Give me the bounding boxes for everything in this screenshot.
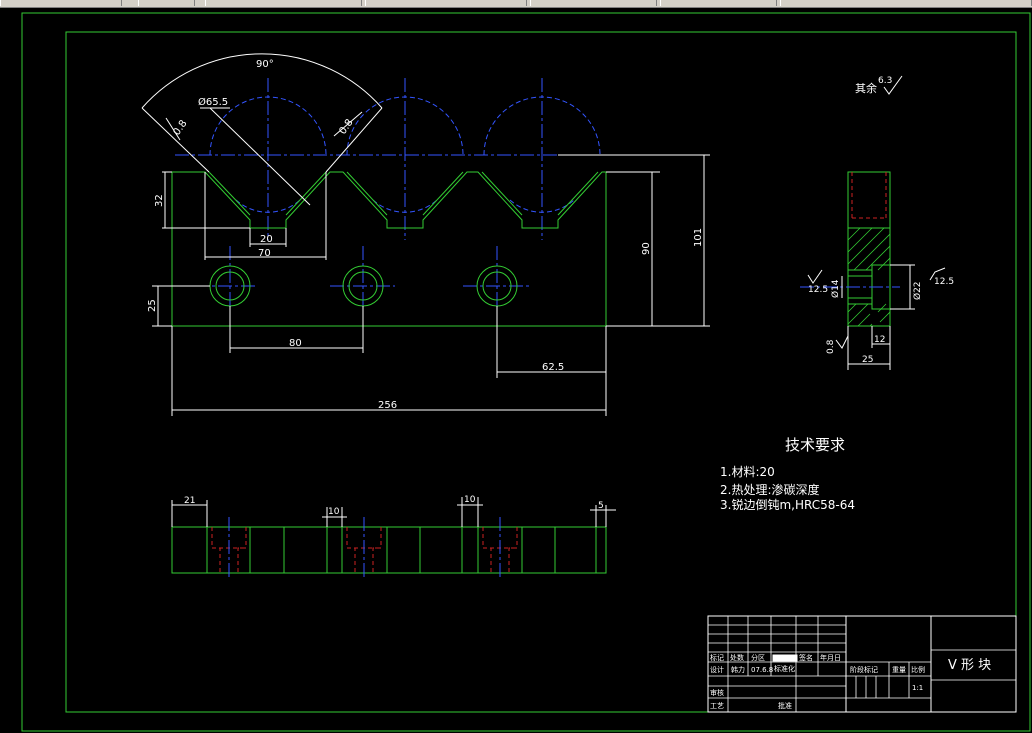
svg-text:批准: 批准 bbox=[778, 701, 792, 710]
svg-text:分区: 分区 bbox=[751, 653, 765, 662]
rough-left: 12.5 bbox=[808, 285, 828, 295]
part-name: V 形 块 bbox=[948, 658, 991, 673]
dim-hole-right: 62.5 bbox=[542, 362, 564, 373]
toolbar-strip bbox=[0, 0, 1032, 8]
dim-dia-arc: Ø65.5 bbox=[198, 96, 228, 108]
notes-line-3: 3.锐边倒钝m,HRC58-64 bbox=[720, 498, 855, 512]
rough-bottom: 0.8 bbox=[826, 339, 836, 354]
dim-v-top: 70 bbox=[258, 248, 271, 259]
side-dim-12: 12 bbox=[874, 335, 885, 345]
title-block[interactable] bbox=[707, 615, 1017, 713]
dim-total-length: 256 bbox=[378, 400, 397, 411]
bottom-dim-5: 5 bbox=[598, 501, 604, 511]
svg-text:07.6.8: 07.6.8 bbox=[751, 666, 773, 674]
bottom-dim-10b: 10 bbox=[464, 495, 476, 505]
svg-text:比例: 比例 bbox=[911, 665, 925, 674]
side-dim-d22: Ø22 bbox=[912, 281, 923, 300]
dim-height-90: 90 bbox=[641, 242, 652, 255]
svg-text:重量: 重量 bbox=[892, 666, 906, 674]
inner-frame bbox=[65, 31, 1017, 713]
svg-text:设计: 设计 bbox=[710, 665, 724, 674]
technical-notes: 技术要求 1.材料:20 2.热处理:渗碳深度 3.锐边倒钝m,HRC58-64 bbox=[720, 436, 855, 512]
svg-text:年月日: 年月日 bbox=[820, 653, 841, 662]
side-dim-25: 25 bbox=[862, 355, 873, 365]
dim-v-height: 32 bbox=[154, 194, 165, 207]
svg-text:阶段标记: 阶段标记 bbox=[850, 665, 878, 674]
svg-text:签名: 签名 bbox=[799, 653, 813, 662]
notes-title: 技术要求 bbox=[785, 436, 845, 454]
svg-text:韩力: 韩力 bbox=[731, 665, 745, 674]
bottom-dim-10a: 10 bbox=[328, 507, 340, 517]
title-block-text: 标记 处数 分区 签名 年月日 设计 韩力 07.6.8 标准化 阶段标记 重量… bbox=[710, 653, 925, 710]
dim-hole-height: 25 bbox=[147, 299, 158, 312]
svg-text:标记: 标记 bbox=[710, 653, 724, 662]
svg-text:审核: 审核 bbox=[710, 688, 724, 697]
roughness-note: 其余 6.3 bbox=[855, 75, 903, 95]
svg-text:其余: 其余 bbox=[855, 81, 877, 95]
dim-height-101: 101 bbox=[693, 228, 704, 247]
dim-chamfer-left: 0.8 bbox=[171, 118, 189, 137]
bottom-dim-21: 21 bbox=[184, 496, 195, 506]
cad-drawing-canvas[interactable]: 90° Ø65.5 0.8 0.8 32 20 70 90 101 25 80 … bbox=[0, 8, 1032, 733]
svg-text:标准化: 标准化 bbox=[774, 664, 795, 673]
side-view[interactable]: Ø14 Ø22 12 25 12.5 12.5 0.8 bbox=[800, 171, 954, 370]
svg-text:1:1: 1:1 bbox=[912, 684, 923, 692]
bottom-view[interactable]: 21 10 10 5 bbox=[171, 495, 616, 580]
notes-line-1: 1.材料:20 bbox=[720, 465, 775, 479]
notes-line-2: 2.热处理:渗碳深度 bbox=[720, 482, 820, 497]
outer-frame bbox=[21, 12, 1031, 732]
dim-hole-pitch: 80 bbox=[289, 338, 302, 349]
front-view[interactable]: 90° Ø65.5 0.8 0.8 32 20 70 90 101 25 80 … bbox=[141, 53, 710, 416]
svg-text:6.3: 6.3 bbox=[878, 76, 892, 86]
side-dim-d14: Ø14 bbox=[830, 279, 841, 298]
svg-text:工艺: 工艺 bbox=[710, 702, 724, 710]
vblock-outline bbox=[171, 171, 607, 327]
svg-text:处数: 处数 bbox=[730, 653, 744, 662]
dim-v-bottom: 20 bbox=[260, 234, 273, 245]
rough-right: 12.5 bbox=[934, 277, 954, 287]
dim-angle: 90° bbox=[256, 59, 274, 70]
